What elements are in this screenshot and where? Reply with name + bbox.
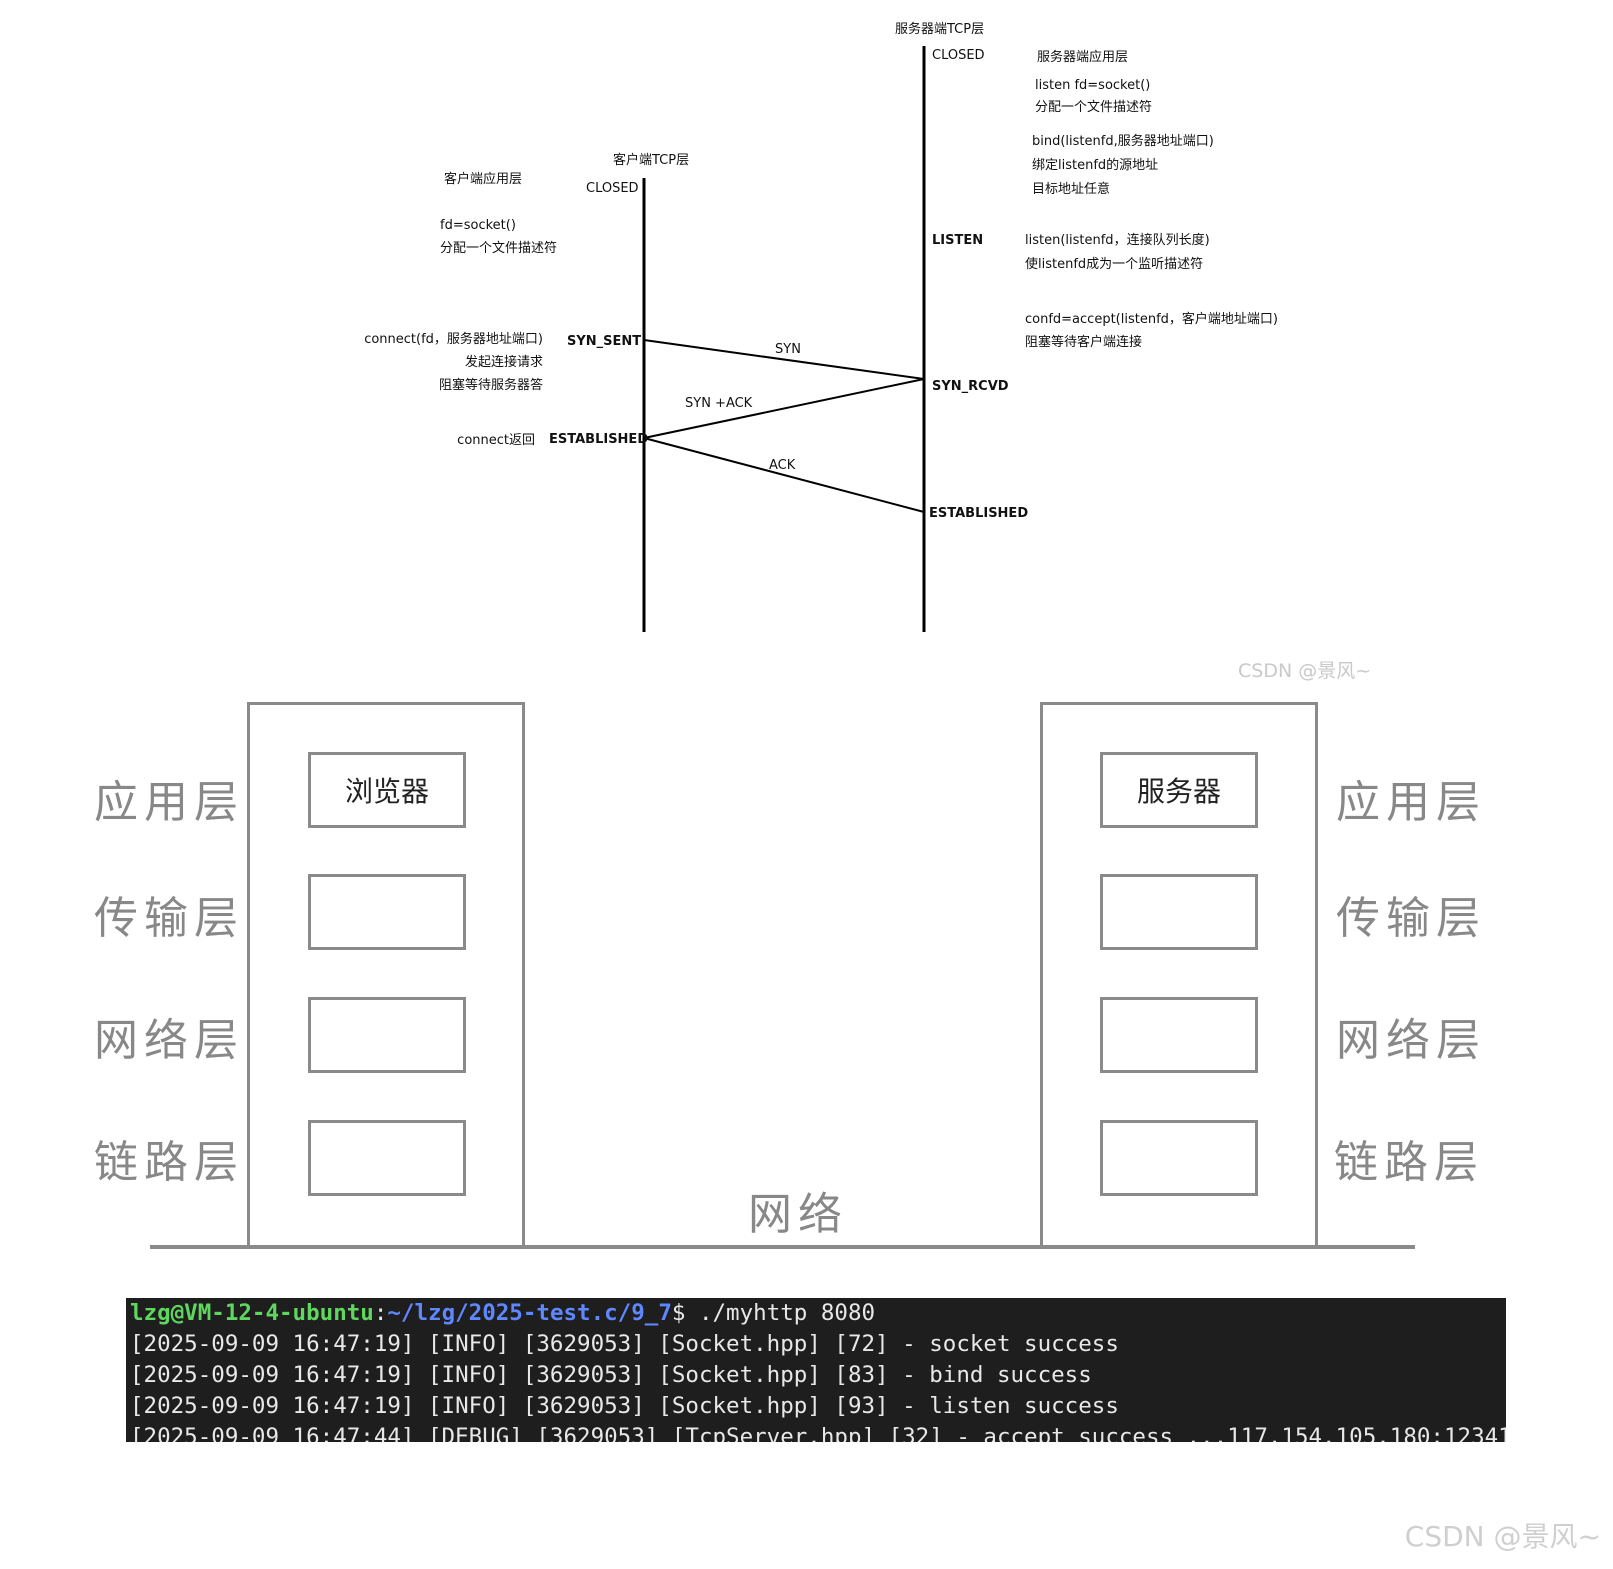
terminal-log-line: [2025-09-09 16:47:44] [DEBUG] [3629053] … [130, 1424, 1506, 1442]
tcp-handshake-diagram: 服务器端TCP层 服务器端应用层 客户端TCP层 客户端应用层 CLOSED L… [364, 21, 1278, 632]
server-app-title: 服务器端应用层 [1037, 49, 1128, 65]
server-note: confd=accept(listenfd，客户端地址端口) [1025, 311, 1278, 327]
server-state-syn-rcvd: SYN_RCVD [932, 379, 1009, 394]
client-note: 分配一个文件描述符 [440, 240, 557, 256]
prompt-path: ~/lzg/2025-test.c/9_7 [387, 1300, 672, 1326]
client-app-title: 客户端应用层 [444, 171, 522, 187]
client-transport-box [308, 874, 466, 950]
network-stack-diagram: 应用层 传输层 网络层 链路层 浏览器 服务器 应用层 传输层 网络层 链路层 … [0, 690, 1613, 1250]
client-note: fd=socket() [440, 218, 516, 233]
client-tcp-title: 客户端TCP层 [613, 152, 689, 168]
client-note: 发起连接请求 [465, 354, 543, 370]
server-tcp-title: 服务器端TCP层 [895, 21, 984, 37]
syn-ack-segment-line [643, 378, 925, 439]
client-layer-label: 传输层 [94, 893, 244, 944]
server-layer-label: 链路层 [1334, 1137, 1484, 1188]
server-note: 目标地址任意 [1032, 181, 1110, 197]
client-state-established: ESTABLISHED [549, 432, 648, 447]
client-layer-label: 链路层 [94, 1137, 244, 1188]
client-link-box [308, 1120, 466, 1196]
server-note: 使listenfd成为一个监听描述符 [1025, 256, 1203, 272]
ack-label: ACK [769, 458, 796, 473]
prompt-command: $ ./myhttp 8080 [671, 1300, 876, 1326]
server-state-listen: LISTEN [932, 233, 983, 248]
server-note: bind(listenfd,服务器地址端口) [1032, 133, 1214, 149]
server-layer-label: 传输层 [1336, 893, 1486, 944]
ack-segment-line [643, 437, 925, 513]
terminal-output: lzg@VM-12-4-ubuntu:~/lzg/2025-test.c/9_7… [126, 1298, 1506, 1442]
server-layer-label: 网络层 [1336, 1015, 1486, 1066]
terminal-log-line: [2025-09-09 16:47:19] [INFO] [3629053] [… [130, 1331, 1119, 1357]
watermark-top: CSDN @景风~ [1238, 660, 1372, 682]
server-network-box [1100, 997, 1258, 1073]
client-layer-label: 应用层 [94, 777, 244, 828]
watermark-bottom: CSDN @景风~ [1404, 1520, 1601, 1553]
syn-ack-label: SYN +ACK [685, 396, 753, 411]
server-note: listen(listenfd，连接队列长度) [1025, 232, 1210, 248]
server-link-box [1100, 1120, 1258, 1196]
server-state-established: ESTABLISHED [929, 506, 1028, 521]
server-state-closed: CLOSED [932, 48, 985, 63]
network-label: 网络 [748, 1189, 848, 1240]
terminal-log-line: [2025-09-09 16:47:19] [INFO] [3629053] [… [130, 1393, 1119, 1419]
prompt-user: lzg@VM-12-4-ubuntu [130, 1300, 374, 1326]
client-note: connect(fd，服务器地址端口) [364, 331, 543, 347]
server-note: listen fd=socket() [1035, 78, 1150, 93]
terminal-prompt-line: lzg@VM-12-4-ubuntu:~/lzg/2025-test.c/9_7… [130, 1298, 1502, 1329]
client-note: connect返回 [457, 433, 535, 448]
server-note: 绑定listenfd的源地址 [1032, 157, 1158, 173]
server-transport-box [1100, 874, 1258, 950]
client-state-syn-sent: SYN_SENT [567, 334, 641, 349]
terminal-log-line: [2025-09-09 16:47:19] [INFO] [3629053] [… [130, 1362, 1092, 1388]
syn-segment-line [643, 339, 925, 380]
server-layer-label: 应用层 [1336, 777, 1486, 828]
client-state-closed: CLOSED [586, 181, 639, 196]
client-layer-label: 网络层 [94, 1015, 244, 1066]
server-note: 分配一个文件描述符 [1035, 99, 1152, 115]
client-note: 阻塞等待服务器答 [439, 377, 543, 393]
syn-label: SYN [775, 342, 801, 357]
server-app-box: 服务器 [1100, 752, 1258, 828]
client-app-box: 浏览器 [308, 752, 466, 828]
network-line [150, 1245, 1415, 1249]
client-network-box [308, 997, 466, 1073]
prompt-separator: : [373, 1300, 388, 1326]
server-note: 阻塞等待客户端连接 [1025, 334, 1142, 350]
